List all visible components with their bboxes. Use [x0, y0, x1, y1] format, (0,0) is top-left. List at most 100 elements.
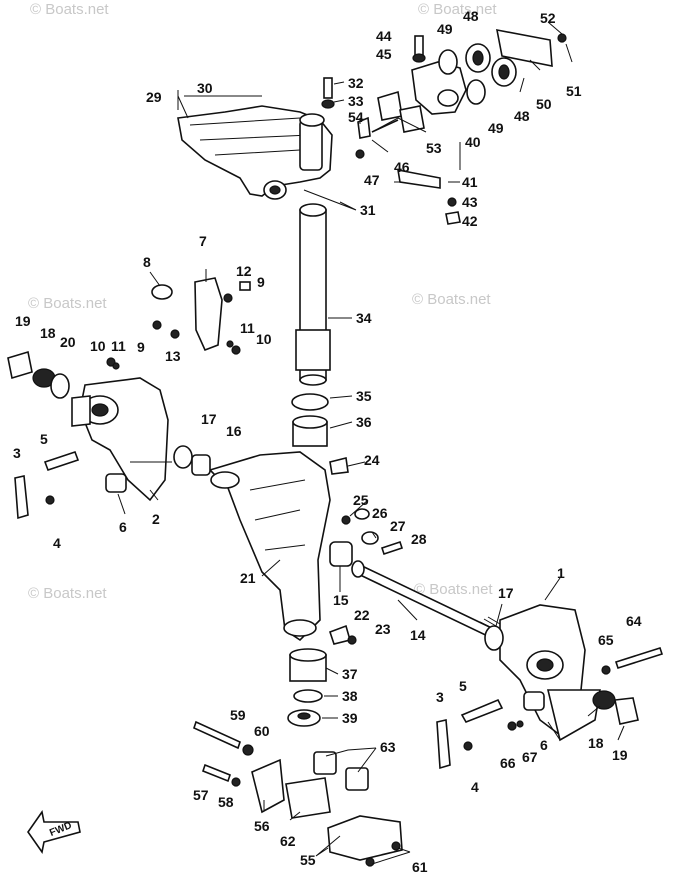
watermark: © Boats.net [28, 585, 107, 602]
callout-52: 52 [540, 10, 556, 26]
callout-7: 7 [199, 233, 207, 249]
washer-26 [354, 508, 370, 520]
callout-27: 27 [390, 518, 406, 534]
fwd-arrow: FWD [27, 810, 81, 854]
callout-56: 56 [254, 818, 270, 834]
swivel-bracket [208, 451, 331, 642]
washer-17 [173, 445, 193, 469]
watermarks: © Boats.net © Boats.net © Boats.net © Bo… [28, 1, 497, 602]
watermark: © Boats.net [414, 581, 493, 598]
washer-20 [50, 373, 70, 399]
callout-6: 6 [540, 737, 548, 753]
callout-45: 45 [376, 46, 392, 62]
callout-12: 12 [236, 263, 252, 279]
callout-23: 23 [375, 621, 391, 637]
bushing-6-right [523, 691, 545, 711]
upper-mount-bracket [177, 105, 333, 200]
callout-60: 60 [254, 723, 270, 739]
bracket-56 [251, 758, 285, 814]
washer-65 [601, 665, 611, 675]
bushing-6 [105, 473, 127, 493]
callout-21: 21 [240, 570, 256, 586]
bolt-57 [202, 763, 231, 783]
bushing-15 [329, 541, 353, 567]
callout-66: 66 [500, 755, 516, 771]
callout-49: 49 [488, 120, 504, 136]
washer-60 [242, 744, 254, 756]
callout-34: 34 [356, 310, 372, 326]
washer-13 [170, 329, 180, 339]
knob-19 [7, 350, 33, 380]
callout-36: 36 [356, 414, 372, 430]
bolt-28 [380, 540, 404, 556]
callout-47: 47 [364, 172, 380, 188]
callout-3: 3 [436, 689, 444, 705]
screw-9 [152, 320, 162, 330]
callout-67: 67 [522, 749, 538, 765]
callout-20: 20 [60, 334, 76, 350]
callout-40: 40 [465, 134, 481, 150]
callout-65: 65 [598, 632, 614, 648]
nut-18-right [592, 690, 616, 710]
callout-39: 39 [342, 710, 358, 726]
callout-11: 11 [111, 338, 126, 354]
callout-62: 62 [280, 833, 296, 849]
bolt-5-right [460, 698, 504, 723]
callout-4: 4 [53, 535, 61, 551]
washer-25 [341, 515, 351, 525]
callout-63: 63 [380, 739, 396, 755]
washer-67 [516, 720, 524, 728]
callout-18: 18 [40, 325, 56, 341]
callout-19: 19 [15, 313, 31, 329]
pad-63b [345, 767, 369, 791]
callout-59: 59 [230, 707, 246, 723]
nut-11-right [226, 340, 234, 348]
watermark: © Boats.net [28, 295, 107, 312]
callout-16: 16 [226, 423, 242, 439]
clamp-bracket-left [71, 377, 169, 502]
block-62 [285, 777, 331, 819]
callout-51: 51 [566, 83, 582, 99]
washer-17-right [484, 625, 504, 651]
nut-61b [391, 841, 401, 851]
callout-18: 18 [588, 735, 604, 751]
bolt-22 [328, 624, 351, 645]
nut-11 [112, 362, 120, 370]
screw-4 [45, 495, 55, 505]
callout-50: 50 [536, 96, 552, 112]
callout-1: 1 [557, 565, 565, 581]
callout-9: 9 [137, 339, 145, 355]
callout-15: 15 [333, 592, 349, 608]
callout-25: 25 [353, 492, 369, 508]
callouts: 1 2 3 3 4 4 5 5 6 6 7 8 9 9 10 10 11 11 … [13, 8, 642, 875]
washer-39 [287, 709, 321, 727]
callout-17: 17 [201, 411, 217, 427]
callout-17: 17 [498, 585, 514, 601]
callout-9: 9 [257, 274, 265, 290]
bolt-59 [193, 720, 241, 750]
callout-28: 28 [411, 531, 427, 547]
callout-5: 5 [40, 431, 48, 447]
callout-24: 24 [364, 452, 380, 468]
callout-35: 35 [356, 388, 372, 404]
steering-shaft [295, 203, 331, 386]
callout-5: 5 [459, 678, 467, 694]
nut-66 [507, 721, 517, 731]
callout-49: 49 [437, 21, 453, 37]
callout-6: 6 [119, 519, 127, 535]
callout-58: 58 [218, 794, 234, 810]
bushing-36 [292, 415, 328, 447]
callout-53: 53 [426, 140, 442, 156]
callout-30: 30 [197, 80, 213, 96]
callout-2: 2 [152, 511, 160, 527]
callout-43: 43 [462, 194, 478, 210]
callout-14: 14 [410, 627, 426, 643]
callout-44: 44 [376, 28, 392, 44]
watermark: © Boats.net [30, 1, 109, 18]
bushing-16 [191, 454, 211, 476]
callout-42: 42 [462, 213, 478, 229]
upper-right-assembly [355, 28, 573, 225]
callout-32: 32 [348, 75, 364, 91]
block-24 [329, 457, 349, 475]
